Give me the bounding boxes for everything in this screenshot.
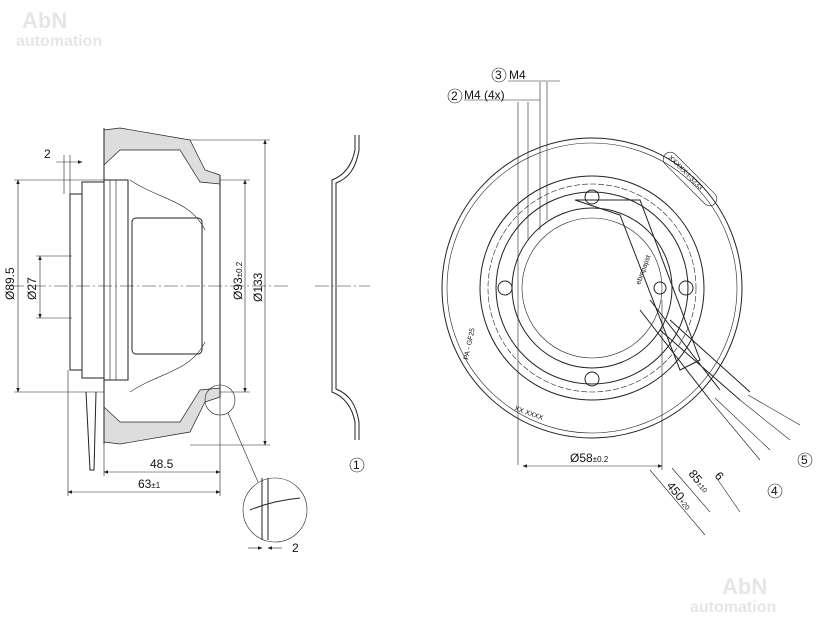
dim-outer-left: Ø89.5 (3, 267, 17, 300)
callout-4: 4 (771, 484, 778, 498)
impeller-shroud-bottom (103, 387, 221, 445)
brand-label: ebmpapst (635, 254, 652, 285)
dim-strip: 6 (712, 469, 727, 483)
rotor (131, 217, 203, 355)
watermark-text: AbN (22, 8, 67, 33)
dim-sheath-tol: ±10 (695, 481, 708, 494)
svg-text:63±1: 63±1 (138, 477, 161, 491)
side-view: Ø89.5 Ø27 2 Ø93±0.2 Ø133 48.5 63±1 2 (3, 127, 308, 555)
callout-2-label: M4 (4x) (464, 88, 505, 102)
dim-bolt-circle: Ø58 (570, 451, 593, 465)
watermark-top-left: AbN automation (16, 8, 102, 50)
part-label: XXXXX-I-3233 (667, 154, 704, 191)
callout-3-label: M4 (509, 68, 526, 82)
profile-view: 1 (315, 135, 370, 473)
dim-detail-gap: 2 (292, 541, 299, 555)
dim-depth-total: 63 (138, 477, 152, 491)
callout-5: 5 (801, 453, 808, 467)
dim-inlet-tol: ±0.2 (235, 261, 244, 277)
dim-depth-inner: 48.5 (150, 457, 174, 471)
material-label: PA - GF25 (463, 327, 477, 360)
watermark-text: automation (690, 599, 776, 616)
dim-gap-top: 2 (44, 147, 51, 161)
callout-1: 1 (353, 458, 360, 472)
svg-text:Ø58±0.2: Ø58±0.2 (570, 451, 609, 465)
watermark-text: automation (16, 33, 102, 50)
front-view: XXXXX-I-3233 PA - GF25 XX XXXX ebmpapst … (441, 67, 813, 536)
svg-text:Ø93±0.2: Ø93±0.2 (231, 261, 245, 300)
watermark-bottom-right: AbN automation (690, 574, 776, 616)
dim-bolt-circle-tol: ±0.2 (593, 455, 609, 464)
detail-marker (204, 384, 236, 416)
svg-text:85±10: 85±10 (686, 467, 713, 495)
outer-rim (441, 137, 743, 439)
dim-outer: Ø133 (251, 272, 265, 302)
dim-hub: Ø27 (25, 277, 39, 300)
dim-depth-total-tol: ±1 (151, 481, 160, 490)
callout-3: 3 (495, 68, 502, 82)
callout-2: 2 (451, 89, 458, 103)
watermark-text: AbN (722, 574, 767, 599)
dim-inlet: Ø93 (231, 277, 245, 300)
detail-view (242, 477, 308, 543)
impeller-shroud-top (103, 127, 221, 185)
motor-backplate (69, 193, 83, 371)
svg-text:450+20: 450+20 (664, 479, 695, 513)
